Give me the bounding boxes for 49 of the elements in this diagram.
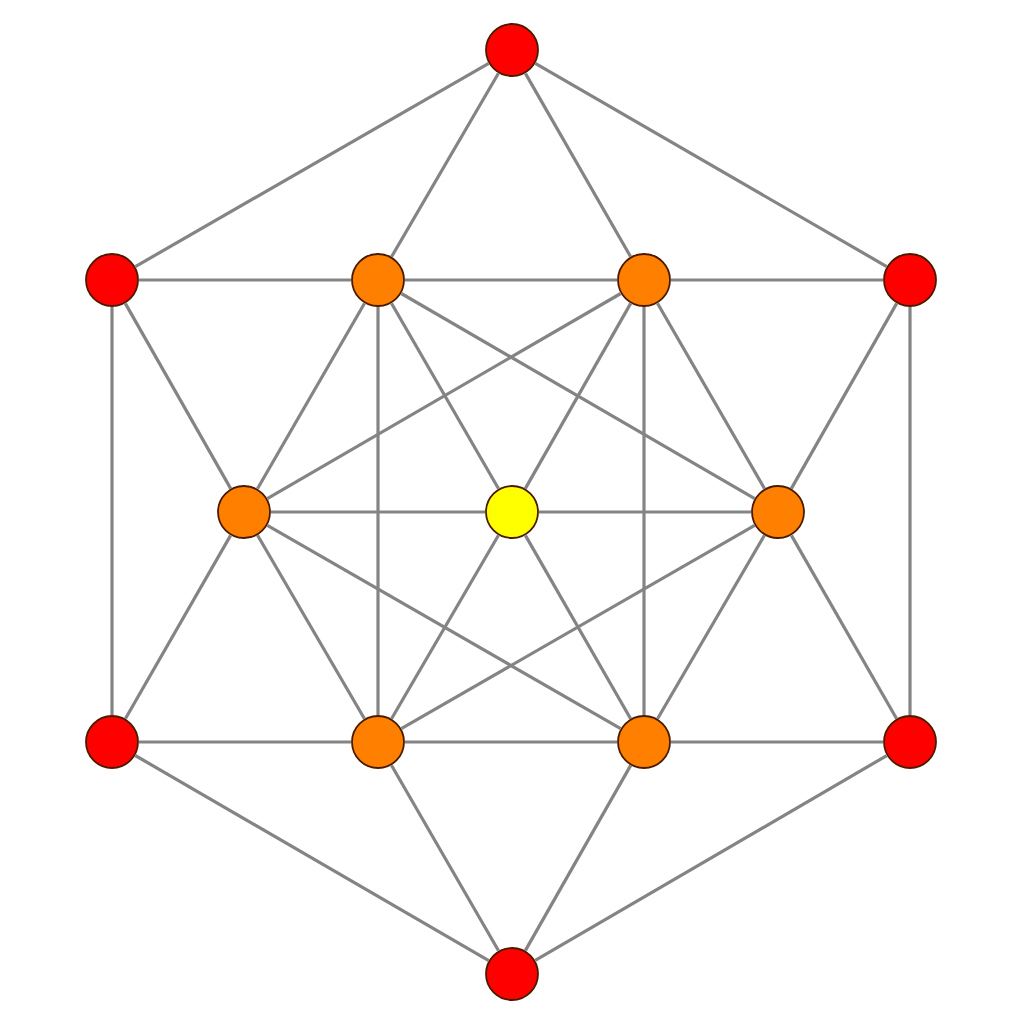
edge-line xyxy=(123,302,233,490)
edge-line xyxy=(670,740,884,744)
edge-line xyxy=(138,740,352,744)
edge-line xyxy=(404,740,618,744)
edge-line xyxy=(138,278,352,282)
edge-line xyxy=(404,278,618,282)
edge-line xyxy=(390,534,500,720)
edge-line xyxy=(400,524,756,730)
edge-line xyxy=(523,302,633,490)
edge-line xyxy=(534,62,888,268)
vertex-circle xyxy=(217,485,271,539)
edge-line xyxy=(524,534,632,720)
vertex-circle xyxy=(485,23,539,77)
edge-line xyxy=(390,302,500,490)
edge-line xyxy=(266,524,622,730)
edge-line xyxy=(256,302,366,490)
edge-line xyxy=(790,534,898,720)
edge-line xyxy=(524,72,632,258)
edge-line xyxy=(376,306,380,716)
edge-line xyxy=(908,306,912,716)
edge-line xyxy=(124,534,232,720)
vertex-circle xyxy=(351,253,405,307)
vertex-circle xyxy=(485,947,539,1001)
edge-line xyxy=(538,510,752,514)
vertex-circle xyxy=(351,715,405,769)
vertex-circle xyxy=(751,485,805,539)
edge-line xyxy=(523,764,633,952)
vertex-circle xyxy=(883,253,937,307)
edge-line xyxy=(270,510,486,514)
edge-line xyxy=(266,292,622,500)
edge-line xyxy=(789,302,899,490)
vertex-circle xyxy=(485,485,539,539)
vertex-circle xyxy=(617,715,671,769)
edge-line xyxy=(642,306,646,716)
edge-line xyxy=(656,302,766,490)
edge-line xyxy=(134,62,490,268)
edge-line xyxy=(400,292,756,500)
vertex-circle xyxy=(85,253,139,307)
edge-line xyxy=(534,754,888,962)
edge-line xyxy=(390,72,500,258)
edge-line xyxy=(670,278,884,282)
vertex-circle xyxy=(617,253,671,307)
edge-line xyxy=(134,754,490,962)
edge-line xyxy=(256,534,366,720)
edge-line xyxy=(656,534,766,720)
edge-line xyxy=(110,306,114,716)
vertex-circle xyxy=(85,715,139,769)
edge-line xyxy=(390,764,500,952)
vertex-circle xyxy=(883,715,937,769)
